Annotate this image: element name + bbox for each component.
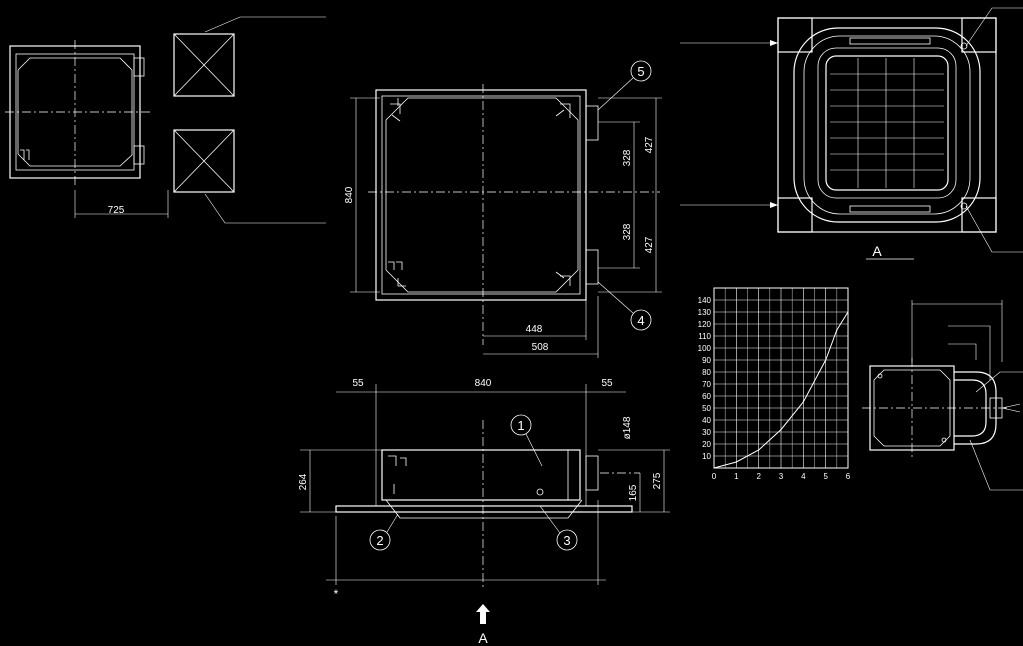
chart-x-tick-label: 1: [734, 472, 739, 481]
dim-plan-height: 840: [344, 186, 355, 203]
view-a-arrow-bottom: [770, 202, 778, 208]
chart-x-tick-label: 0: [712, 472, 717, 481]
callout-3: 3: [563, 533, 570, 548]
asterisk-mark: *: [334, 587, 339, 601]
chart-layer: 0 1 2 3 4 5 6 10 20 30 40 50 60 70 80 90 100 110 120 130 140: [698, 287, 851, 481]
dim-plan-bottom-inner: 448: [526, 324, 543, 335]
dim-plan-right-lower: 328: [622, 223, 633, 240]
chart-point: [758, 449, 760, 451]
dim-plan-right-upper-outer: 427: [644, 136, 655, 153]
view-a-arrow-label: A: [478, 630, 488, 646]
chart-y-tick-label: 40: [702, 416, 711, 425]
chart-point: [847, 311, 849, 313]
chart-y-tick-label: 80: [702, 368, 711, 377]
chart-y-tick-label: 90: [702, 356, 711, 365]
chart-y-tick-label: 30: [702, 428, 711, 437]
view-a-arrow: [476, 604, 490, 624]
chart-x-tick-label: 3: [779, 472, 784, 481]
chart-point: [780, 429, 782, 431]
chart-x-tick-label: 4: [801, 472, 806, 481]
chart-y-tick-label: 120: [698, 320, 712, 329]
view-a-grille: [830, 58, 944, 188]
callout-4: 4: [637, 313, 644, 328]
chart-point: [825, 359, 827, 361]
chart-y-tick-label: 70: [702, 380, 711, 389]
callout-2: 2: [376, 533, 383, 548]
dim-side-275: 275: [652, 472, 663, 489]
dim-side-width: 840: [475, 378, 492, 389]
chart-point: [836, 329, 838, 331]
chart-x-tick-label: 5: [823, 472, 828, 481]
dim-side-left-margin: 55: [352, 378, 364, 389]
dim-side-right-margin: 55: [601, 378, 613, 389]
chart-y-tick-label: 20: [702, 440, 711, 449]
dim-plan-right-lower-outer: 427: [644, 236, 655, 253]
dim-side-pipe-dia: ø148: [622, 416, 633, 439]
dim-side-165: 165: [628, 484, 639, 501]
chart-y-tick-label: 50: [702, 404, 711, 413]
chart-point: [735, 461, 737, 463]
chart-y-tick-label: 10: [702, 452, 711, 461]
chart-y-tick-label: 110: [698, 332, 711, 341]
callout-1: 1: [517, 418, 524, 433]
plan-view: 840 328 427 328 427 448 508 5 4: [344, 60, 662, 358]
dim-side-height: 264: [298, 473, 309, 490]
view-a: A: [680, 7, 1023, 260]
graph: 0 1 2 3 4 5 6 10 20 30 40 50 60 70 80 90 100 110 120 130 140: [698, 287, 851, 481]
callout-5: 5: [637, 64, 644, 79]
dim-top-left-width: 725: [108, 205, 125, 216]
chart-y-tick-label: 100: [698, 344, 712, 353]
dim-plan-right-upper: 328: [622, 149, 633, 166]
top-left-view: 725: [5, 16, 326, 224]
bottom-right-view: [862, 300, 1023, 491]
chart-series-line: [713, 311, 849, 469]
dim-plan-bottom-outer: 508: [532, 342, 549, 353]
chart-point: [713, 467, 715, 469]
chart-y-tick-label: 140: [698, 296, 712, 305]
view-a-label: A: [872, 243, 882, 259]
chart-y-tick-label: 130: [698, 308, 712, 317]
chart-x-tick-label: 6: [846, 472, 851, 481]
chart-x-tick-label: 2: [756, 472, 761, 481]
chart-point: [802, 401, 804, 403]
view-a-arrow-top: [770, 40, 778, 46]
side-view: 55 840 55 264 ø148 165 275 * 1 2: [298, 378, 670, 646]
chart-y-tick-label: 60: [702, 392, 711, 401]
